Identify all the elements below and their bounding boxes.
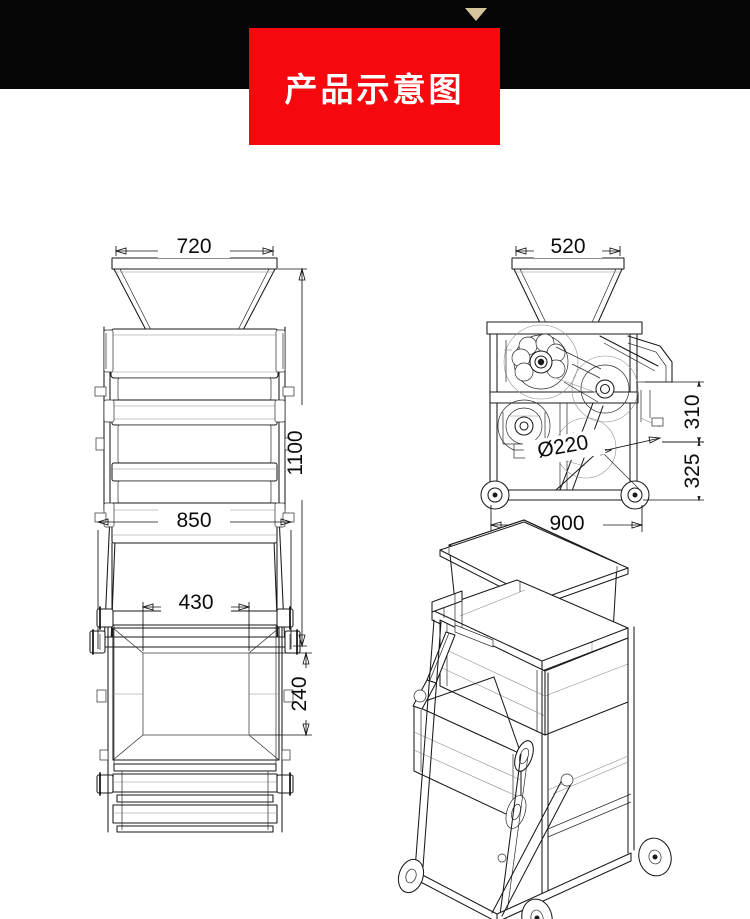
front-view-roller-3 [111, 424, 278, 482]
dimension-850: 850 [96, 507, 293, 649]
side-view-chassis [480, 382, 650, 510]
front-view-side-lugs [94, 386, 295, 523]
technical-drawing-canvas: 720 1100 850 [89, 234, 712, 919]
side-view-mechanism-upper [503, 324, 579, 400]
isometric-view [397, 519, 672, 919]
dimension-1100: 1100 [278, 267, 314, 648]
dimension-label-240: 240 [288, 676, 311, 711]
front-view-roller-1 [103, 328, 286, 379]
iso-diagonal-brace [491, 773, 574, 917]
iso-side-panel [412, 631, 456, 710]
top-view-hopper [112, 627, 280, 761]
iso-casters [397, 837, 672, 919]
dimension-label-720: 720 [176, 235, 211, 258]
dimension-label-1100: 1100 [284, 430, 307, 475]
dimension-720: 720 [114, 234, 275, 258]
side-view-hopper [511, 257, 625, 328]
dimension-430: 430 [141, 590, 251, 651]
front-view-roller-2 [103, 377, 286, 426]
dimension-dia220: Ø220 [522, 428, 662, 468]
dimension-240: 240 [250, 651, 319, 737]
dimension-label-310: 310 [681, 394, 704, 429]
dimension-520: 520 [514, 234, 622, 258]
iso-lower-drum [413, 676, 534, 829]
top-view-rollers [107, 763, 283, 833]
dimension-label-430: 430 [178, 591, 213, 614]
dimension-325: 325 [643, 440, 712, 502]
page-title: 产品示意图 [284, 69, 465, 109]
dimension-label-850: 850 [176, 509, 211, 532]
triangle-down-icon [465, 8, 487, 21]
front-view-base [89, 629, 301, 655]
dimension-label-900: 900 [549, 512, 584, 535]
dimension-label-325: 325 [681, 453, 704, 488]
front-view: 720 1100 850 [89, 234, 314, 655]
iso-top-bracket [431, 590, 494, 648]
dimension-310: 310 [645, 380, 712, 444]
top-view-outer-rim [107, 610, 283, 769]
page-title-plate: 产品示意图 [249, 28, 500, 145]
drawing-sheet: 720 1100 850 [0, 150, 750, 919]
side-view-belt [549, 346, 639, 423]
top-view: 430 240 [96, 590, 319, 833]
dimension-900: 900 [489, 505, 644, 536]
side-view: 520 Ø220 310 325 [480, 234, 712, 536]
front-view-hopper [111, 257, 278, 333]
dimension-label-520: 520 [550, 235, 585, 258]
top-view-mount-plates [96, 606, 294, 796]
